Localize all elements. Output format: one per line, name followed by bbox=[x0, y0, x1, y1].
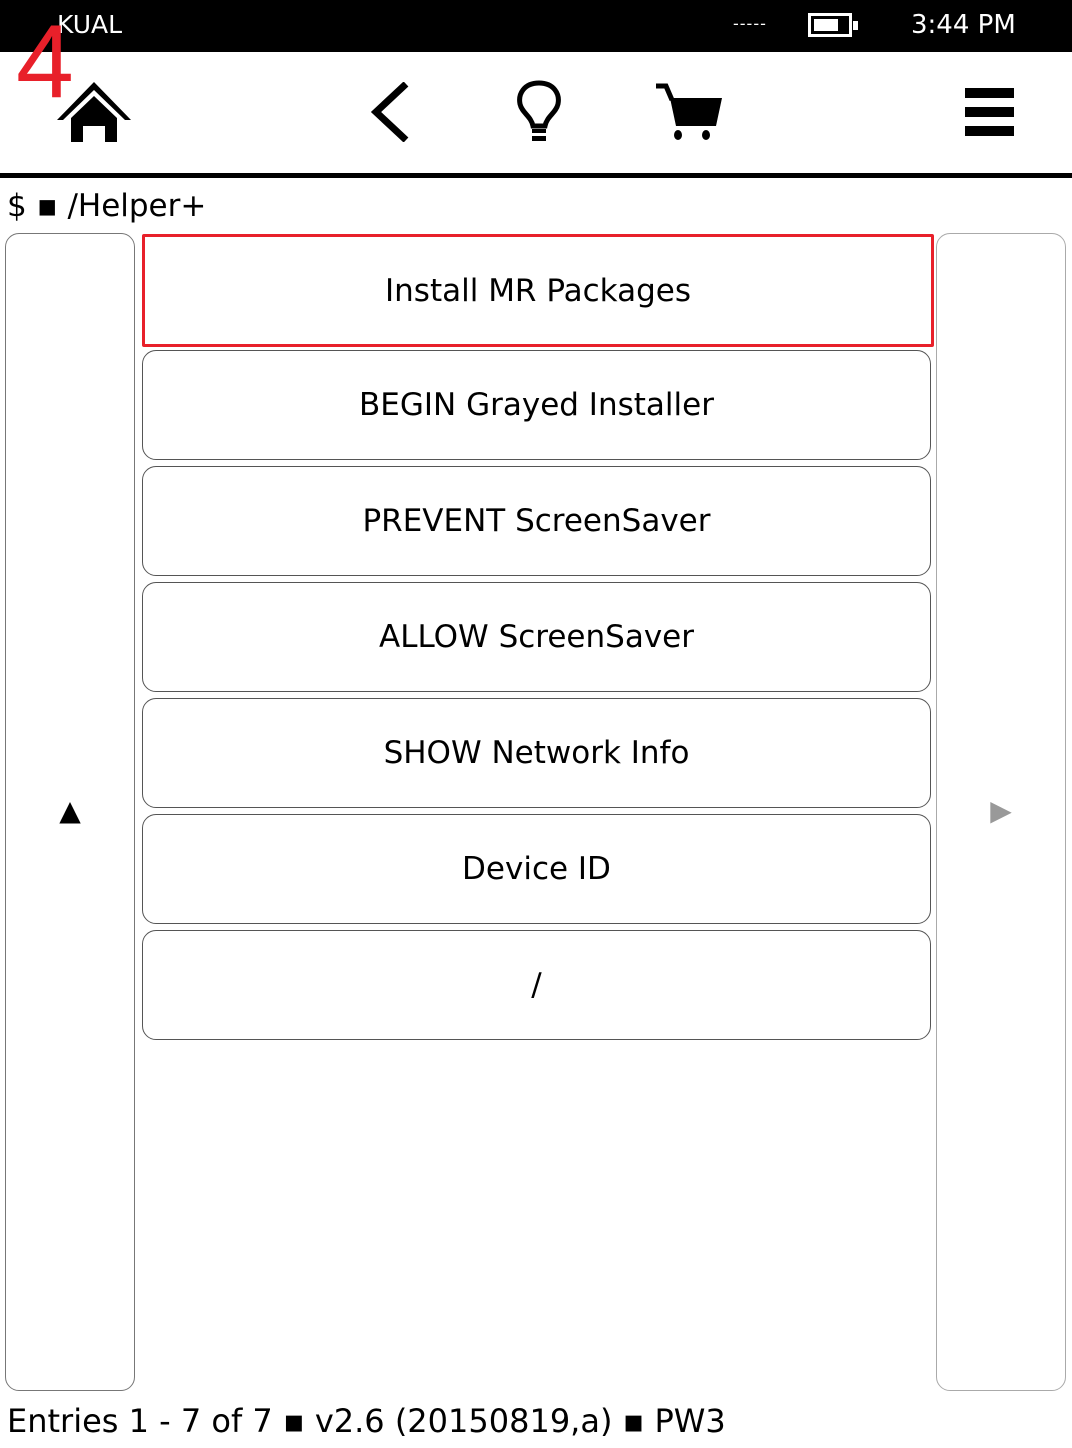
menu-item[interactable]: ALLOW ScreenSaver bbox=[142, 582, 931, 692]
up-arrow-icon: ▲ bbox=[59, 794, 81, 827]
app-title: KUAL bbox=[57, 10, 123, 39]
menu-item[interactable]: / bbox=[142, 930, 931, 1040]
cart-icon[interactable] bbox=[654, 82, 724, 142]
home-icon[interactable] bbox=[55, 80, 133, 144]
back-icon[interactable] bbox=[368, 82, 412, 142]
menu-item-label: Install MR Packages bbox=[385, 272, 691, 309]
battery-icon bbox=[808, 13, 858, 37]
clock: 3:44 PM bbox=[911, 10, 1016, 40]
toolbar bbox=[0, 52, 1072, 178]
right-arrow-icon: ▶ bbox=[990, 794, 1012, 827]
menu-item[interactable]: PREVENT ScreenSaver bbox=[142, 466, 931, 576]
next-page-button[interactable]: ▶ bbox=[936, 233, 1066, 1391]
breadcrumb: $ ▪ /Helper+ bbox=[7, 188, 207, 224]
menu-item-label: PREVENT ScreenSaver bbox=[362, 503, 711, 539]
step-annotation: 4 bbox=[16, 4, 74, 120]
status-bar: KUAL ----- 3:44 PM bbox=[0, 0, 1072, 52]
lightbulb-icon[interactable] bbox=[514, 80, 564, 142]
footer-status: Entries 1 - 7 of 7 ▪ v2.6 (20150819,a) ▪… bbox=[7, 1402, 726, 1440]
menu-icon[interactable] bbox=[965, 88, 1015, 138]
menu-item[interactable]: SHOW Network Info bbox=[142, 698, 931, 808]
menu-item-label: / bbox=[531, 967, 542, 1003]
battery-fill bbox=[814, 19, 838, 31]
wifi-indicator: ----- bbox=[733, 14, 767, 33]
scroll-up-button[interactable]: ▲ bbox=[5, 233, 135, 1391]
menu-item[interactable]: Install MR Packages bbox=[142, 234, 934, 347]
menu-item[interactable]: BEGIN Grayed Installer bbox=[142, 350, 931, 460]
menu-item[interactable]: Device ID bbox=[142, 814, 931, 924]
menu-item-label: Device ID bbox=[462, 851, 611, 887]
menu-item-label: ALLOW ScreenSaver bbox=[379, 619, 694, 655]
menu-item-label: BEGIN Grayed Installer bbox=[359, 387, 714, 423]
menu-item-label: SHOW Network Info bbox=[383, 735, 690, 771]
